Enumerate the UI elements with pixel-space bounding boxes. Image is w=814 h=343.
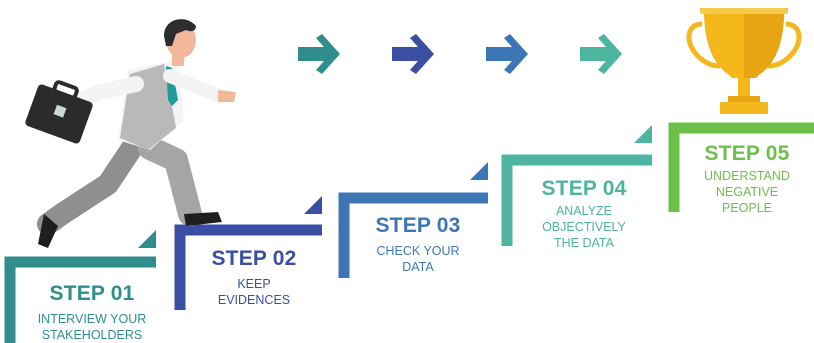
step-desc-line: DATA (402, 260, 434, 274)
step-03-label: STEP 03 CHECK YOUR DATA (352, 214, 484, 275)
arrow-right-icon (486, 34, 528, 74)
step-02-label: STEP 02 KEEP EVIDENCES (188, 247, 320, 308)
step-description: ANALYZE OBJECTIVELY THE DATA (518, 203, 650, 251)
step-desc-line: THE DATA (554, 236, 614, 250)
step-desc-line: STAKEHOLDERS (41, 328, 143, 342)
arrow-right-icon (298, 34, 340, 74)
step-desc-line: PEOPLE (721, 201, 773, 215)
step-desc-line: ANALYZE (555, 204, 613, 218)
step-title: STEP 01 (49, 282, 135, 305)
step-title: STEP 03 (375, 214, 461, 237)
step-description: UNDERSTAND NEGATIVE PEOPLE (684, 168, 810, 216)
step-description: CHECK YOUR DATA (352, 243, 484, 275)
step-04-bracket (501, 125, 652, 246)
businessman-running-icon (25, 19, 236, 248)
step-02-bracket (174, 196, 322, 310)
step-01-bracket (4, 230, 156, 343)
step-title: STEP 02 (211, 247, 297, 270)
step-desc-line: EVIDENCES (217, 293, 291, 307)
step-desc-line: CHECK YOUR (376, 244, 460, 258)
arrow-right-icon (580, 34, 622, 74)
step-description: KEEP EVIDENCES (188, 276, 320, 308)
step-desc-line: INTERVIEW YOUR (37, 312, 147, 326)
step-title: STEP 05 (704, 142, 790, 165)
step-desc-line: UNDERSTAND (704, 169, 790, 183)
step-desc-line: OBJECTIVELY (542, 220, 626, 234)
step-05-bracket (668, 122, 814, 212)
step-desc-line: KEEP (237, 277, 271, 291)
step-03-bracket (338, 162, 488, 278)
step-04-label: STEP 04 ANALYZE OBJECTIVELY THE DATA (518, 177, 650, 251)
trophy-icon (686, 8, 802, 114)
step-01-label: STEP 01 INTERVIEW YOUR STAKEHOLDERS (20, 282, 164, 343)
step-title: STEP 04 (541, 177, 627, 200)
step-desc-line: NEGATIVE (715, 185, 779, 199)
step-05-label: STEP 05 UNDERSTAND NEGATIVE PEOPLE (684, 142, 810, 216)
arrow-right-icon (392, 34, 434, 74)
step-description: INTERVIEW YOUR STAKEHOLDERS (20, 311, 164, 343)
